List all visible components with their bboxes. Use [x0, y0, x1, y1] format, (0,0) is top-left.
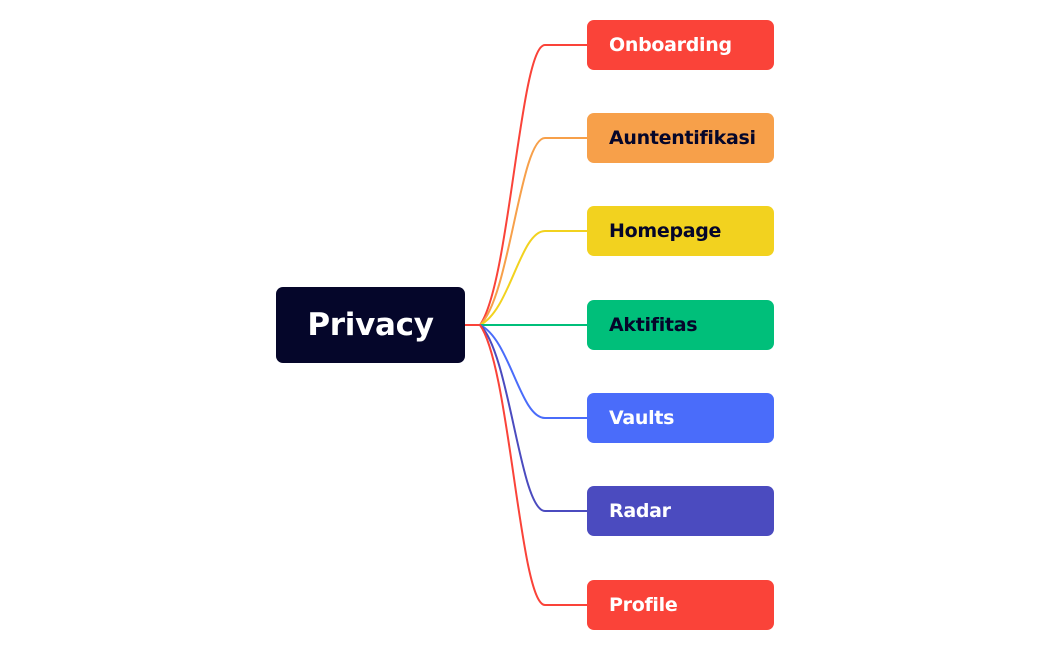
branch-node-aktifitas[interactable]: Aktifitas: [587, 300, 774, 350]
branch-node-label: Radar: [609, 500, 671, 522]
root-node-label: Privacy: [307, 307, 434, 343]
connector-line: [479, 44, 588, 326]
connector-line: [479, 324, 588, 512]
branch-node-radar[interactable]: Radar: [587, 486, 774, 536]
branch-node-label: Profile: [609, 594, 678, 616]
branch-node-homepage[interactable]: Homepage: [587, 206, 774, 256]
connector-line: [479, 324, 588, 606]
branch-node-profile[interactable]: Profile: [587, 580, 774, 630]
branch-node-label: Aktifitas: [609, 314, 698, 336]
connector-line: [479, 137, 588, 326]
branch-node-onboarding[interactable]: Onboarding: [587, 20, 774, 70]
connector-line: [479, 230, 588, 326]
root-node-privacy[interactable]: Privacy: [276, 287, 465, 363]
branch-node-label: Vaults: [609, 407, 675, 429]
connector-line: [479, 324, 588, 419]
branch-node-vaults[interactable]: Vaults: [587, 393, 774, 443]
branch-node-label: Auntentifikasi: [609, 127, 756, 149]
branch-node-label: Homepage: [609, 220, 722, 242]
branch-node-label: Onboarding: [609, 34, 732, 56]
branch-node-auntentifikasi[interactable]: Auntentifikasi: [587, 113, 774, 163]
